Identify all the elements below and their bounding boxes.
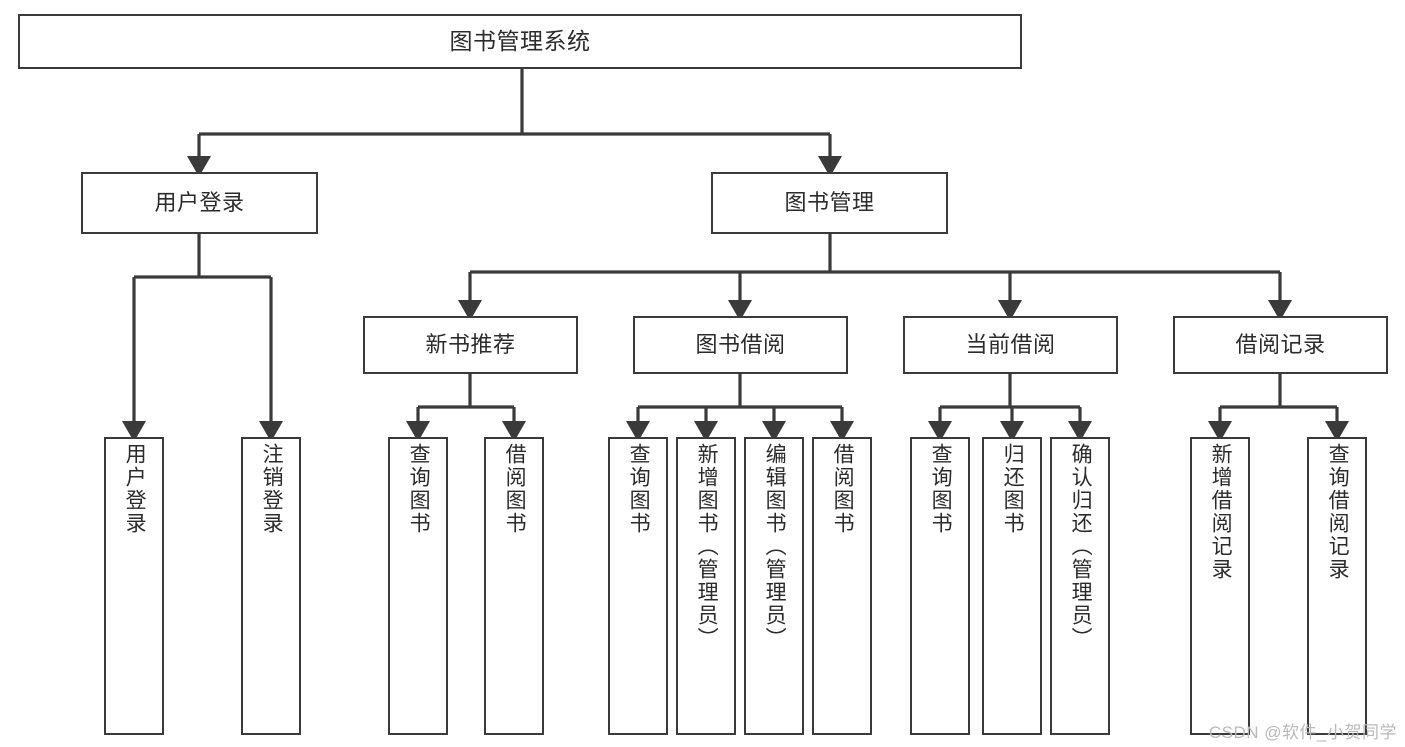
- leaf-return-book-label: 归还图书: [1001, 443, 1025, 535]
- leaf-query-book-borrow-label: 查询图书: [627, 443, 651, 535]
- leaf-add-book-label: 新增图书（管理员）: [695, 443, 719, 650]
- leaf-borrow-book[interactable]: 借阅图书: [812, 437, 872, 735]
- leaf-user-login-label: 用户登录: [123, 443, 147, 535]
- node-user-login-label: 用户登录: [154, 190, 245, 216]
- node-user-login[interactable]: 用户登录: [81, 172, 318, 234]
- leaf-return-book[interactable]: 归还图书: [982, 437, 1042, 735]
- leaf-add-record[interactable]: 新增借阅记录: [1190, 437, 1250, 735]
- leaf-logout[interactable]: 注销登录: [241, 437, 301, 735]
- node-book-manage[interactable]: 图书管理: [711, 172, 948, 234]
- node-book-manage-label: 图书管理: [784, 190, 875, 216]
- leaf-add-record-label: 新增借阅记录: [1209, 443, 1233, 581]
- leaf-borrow-book-label: 借阅图书: [831, 443, 855, 535]
- node-book-borrow-label: 图书借阅: [695, 332, 786, 358]
- leaf-query-book-cur-label: 查询图书: [929, 443, 953, 535]
- leaf-query-book-borrow[interactable]: 查询图书: [608, 437, 668, 735]
- leaf-logout-label: 注销登录: [260, 443, 284, 535]
- leaf-confirm-return-label: 确认归还（管理员）: [1069, 443, 1093, 650]
- node-current-borrow-label: 当前借阅: [965, 332, 1056, 358]
- node-borrow-record-label: 借阅记录: [1235, 332, 1326, 358]
- leaf-confirm-return[interactable]: 确认归还（管理员）: [1050, 437, 1110, 735]
- node-book-borrow[interactable]: 图书借阅: [633, 316, 848, 374]
- node-root[interactable]: 图书管理系统: [18, 14, 1022, 69]
- leaf-query-book-cur[interactable]: 查询图书: [910, 437, 970, 735]
- node-new-book-rec[interactable]: 新书推荐: [363, 316, 578, 374]
- leaf-add-book[interactable]: 新增图书（管理员）: [676, 437, 736, 735]
- node-root-label: 图书管理系统: [449, 27, 591, 54]
- leaf-edit-book-label: 编辑图书（管理员）: [763, 443, 787, 650]
- leaf-query-book-rec[interactable]: 查询图书: [388, 437, 448, 735]
- leaf-query-record-label: 查询借阅记录: [1326, 443, 1350, 581]
- node-borrow-record[interactable]: 借阅记录: [1173, 316, 1388, 374]
- leaf-query-book-rec-label: 查询图书: [407, 443, 431, 535]
- leaf-borrow-book-rec-label: 借阅图书: [503, 443, 527, 535]
- watermark-text: CSDN @软件_小贺同学: [1208, 723, 1397, 742]
- node-new-book-rec-label: 新书推荐: [425, 332, 516, 358]
- node-current-borrow[interactable]: 当前借阅: [903, 316, 1118, 374]
- leaf-user-login[interactable]: 用户登录: [104, 437, 164, 735]
- leaf-borrow-book-rec[interactable]: 借阅图书: [484, 437, 544, 735]
- leaf-query-record[interactable]: 查询借阅记录: [1307, 437, 1367, 735]
- leaf-edit-book[interactable]: 编辑图书（管理员）: [744, 437, 804, 735]
